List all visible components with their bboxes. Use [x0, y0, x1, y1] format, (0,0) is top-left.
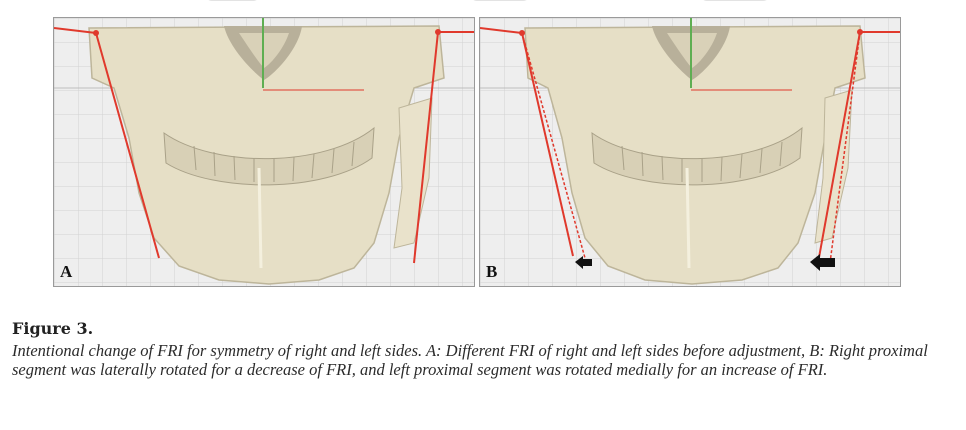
figure-panel-b: B: [479, 17, 901, 287]
arrow-left-icon: [575, 256, 592, 269]
arrow-overlay: [575, 254, 835, 271]
figure-caption: Figure 3. Intentional change of FRI for …: [12, 319, 952, 379]
skull-illustration-b: [480, 18, 900, 286]
figure-panel-a: A: [53, 17, 475, 287]
figure-title: Figure 3.: [12, 319, 94, 338]
arrow-left-icon-large: [810, 254, 835, 271]
figure-caption-text: Intentional change of FRI for symmetry o…: [12, 341, 928, 379]
panel-label-a: A: [60, 262, 73, 281]
watermark-strip: [0, 0, 966, 16]
skull-illustration-a: [54, 18, 474, 286]
watermark-shapes: [208, 0, 767, 1]
panel-label-b: B: [486, 262, 498, 281]
